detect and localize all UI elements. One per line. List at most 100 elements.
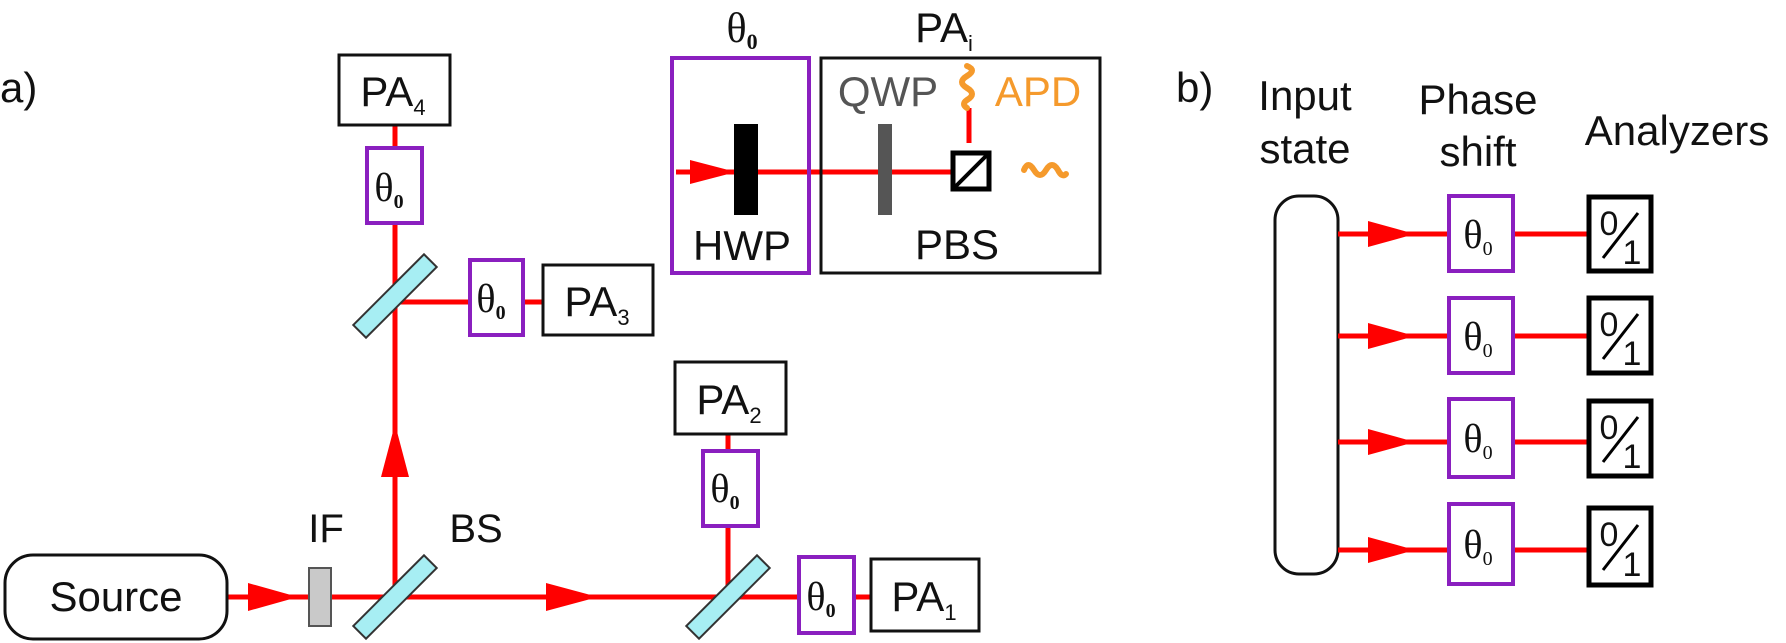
theta-subscript: 0 [826, 600, 836, 622]
theta-subscript: 0 [496, 302, 506, 324]
arrow-icon [1368, 323, 1415, 349]
analyzer-denominator: 1 [1623, 438, 1642, 476]
svg-text:θ0: θ0 [726, 6, 757, 54]
interference-filter [308, 567, 332, 627]
half-wave-plate [734, 124, 758, 215]
pa-subscript: 2 [749, 403, 761, 428]
analyzer-box [541, 263, 655, 337]
analyzer-box [869, 557, 981, 633]
pa-label: PA [891, 573, 944, 620]
phase-box [365, 146, 424, 225]
channel-3: θ0 0 1 [1338, 397, 1654, 479]
analyzer-box [337, 53, 452, 127]
svg-text:θ0: θ0 [806, 574, 835, 622]
analyzer-denominator: 1 [1623, 335, 1642, 373]
pa-label: PA [696, 376, 749, 423]
phase-box [1447, 502, 1515, 586]
theta-symbol: θ [374, 165, 393, 210]
pbs-cube [950, 150, 992, 192]
input-state-label-line1: Input [1258, 72, 1352, 119]
svg-text:PA2: PA2 [696, 376, 761, 428]
input-state-label-line2: state [1259, 125, 1350, 172]
arrow-icon [1368, 429, 1415, 455]
phase-shifter-pa1: θ0 [797, 555, 856, 635]
source-label: Source [49, 573, 182, 620]
analyzer-slash [1601, 313, 1640, 360]
phase-box [797, 555, 856, 635]
pa-subscript: 3 [617, 305, 629, 330]
bs-label: BS [449, 507, 502, 551]
svg-text:PA1: PA1 [891, 573, 956, 625]
beam-splitter-right [684, 553, 772, 641]
arrow-icon [381, 424, 409, 477]
theta-symbol: θ [1463, 416, 1482, 461]
svg-text:θ0: θ0 [710, 466, 739, 514]
theta-symbol: θ [476, 276, 495, 321]
analyzer-numerator: 0 [1600, 409, 1619, 447]
analyzer-slash [1601, 416, 1640, 463]
theta-subscript: 0 [1483, 238, 1493, 260]
qwp-label: QWP [838, 68, 938, 115]
pbs-diagonal [951, 151, 991, 191]
inset-theta-subscript: 0 [747, 29, 758, 54]
theta-subscript: 0 [1483, 442, 1493, 464]
theta-subscript: 0 [1483, 340, 1493, 362]
analyzer-pa4: PA4 [337, 53, 452, 127]
arrow-icon [690, 160, 736, 184]
phase-shifter-pa3: θ0 [468, 258, 525, 337]
svg-text:PAi: PAi [915, 4, 973, 56]
analyzer-denominator: 1 [1623, 546, 1642, 584]
analyzer-numerator: 0 [1600, 516, 1619, 554]
analyzer-numerator: 0 [1600, 306, 1619, 344]
inset-pa-box [819, 56, 1102, 275]
theta-symbol: θ [1463, 212, 1482, 257]
theta-symbol: θ [1463, 522, 1482, 567]
panel-b-label: b) [1176, 64, 1213, 111]
analyzer-slash [1601, 212, 1640, 259]
arrow-icon [1368, 537, 1415, 563]
svg-text:θ0: θ0 [374, 165, 403, 213]
inset-pa-label: PA [915, 4, 968, 51]
quarter-wave-plate [878, 124, 892, 215]
channel-2: θ0 0 1 [1338, 295, 1654, 376]
channel-4: θ0 0 1 [1338, 502, 1654, 588]
svg-text:PA3: PA3 [564, 278, 629, 330]
analyzer-pa3: PA3 [541, 263, 655, 337]
phase-box [468, 258, 525, 337]
apd-label: APD [995, 68, 1081, 115]
channel-1: θ0 0 1 [1338, 194, 1654, 274]
svg-text:θ0: θ0 [1463, 314, 1492, 362]
beam-splitter-main [351, 553, 439, 641]
input-state-box [1273, 194, 1340, 576]
phase-box [1447, 397, 1515, 479]
analyzer-numerator: 0 [1600, 205, 1619, 243]
apd-fiber-icon [959, 63, 975, 111]
source-box [3, 553, 229, 641]
inset-theta-box [670, 56, 811, 275]
svg-text:θ0: θ0 [476, 276, 505, 324]
phase-shift-label-line1: Phase [1418, 76, 1537, 123]
inset-detail: θ0 HWP PAi QWP PBS APD [670, 4, 1102, 275]
phase-shift-label-line2: shift [1439, 128, 1516, 175]
phase-box [1447, 194, 1515, 273]
analyzer-pa2: PA2 [673, 360, 788, 436]
if-label: IF [308, 507, 344, 551]
hwp-label: HWP [693, 222, 791, 269]
inset-pa-subscript: i [968, 31, 973, 56]
pa-subscript: 4 [413, 95, 425, 120]
analyzer-box [673, 360, 788, 436]
panel-a-label: a) [0, 64, 37, 111]
pa-subscript: 1 [944, 600, 956, 625]
arrow-icon [248, 583, 298, 611]
panel-b: b) Input state Phase shift Analyzers θ0 … [1176, 64, 1769, 588]
phase-shifter-pa4: θ0 [365, 146, 424, 225]
arrow-icon [546, 583, 598, 611]
analyzer-slash [1601, 524, 1640, 571]
panel-a: a) Source IF BS θ0 [0, 4, 1102, 641]
apd-fiber-icon [1021, 162, 1069, 179]
svg-text:θ0: θ0 [1463, 416, 1492, 464]
theta-symbol: θ [806, 574, 825, 619]
pa-label: PA [360, 68, 413, 115]
phase-box [1447, 296, 1515, 375]
theta-symbol: θ [1463, 314, 1482, 359]
